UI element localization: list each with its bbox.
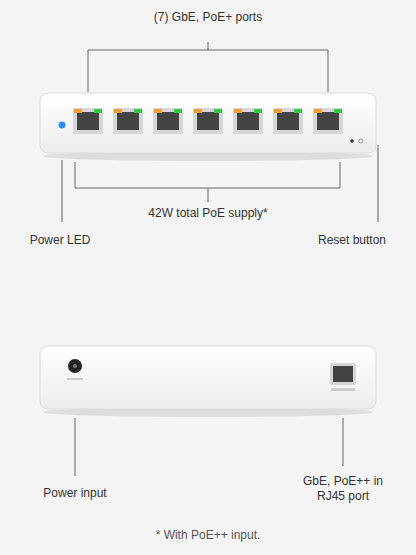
bracket <box>88 42 328 92</box>
leader-lines <box>75 418 343 476</box>
poe-callout: 42W total PoE supply* <box>148 206 268 221</box>
switch-front <box>40 93 376 161</box>
leader-lines <box>62 145 378 222</box>
footnote: * With PoE++ input. <box>108 528 308 543</box>
port-callout: (7) GbE, PoE+ ports <box>148 10 268 25</box>
led-callout: Power LED <box>15 233 105 248</box>
reset-callout: Reset button <box>307 233 397 248</box>
uplink-callout: GbE, PoE++ in RJ45 port <box>293 474 393 504</box>
switch-back <box>40 346 376 417</box>
power-callout: Power input <box>25 486 125 501</box>
